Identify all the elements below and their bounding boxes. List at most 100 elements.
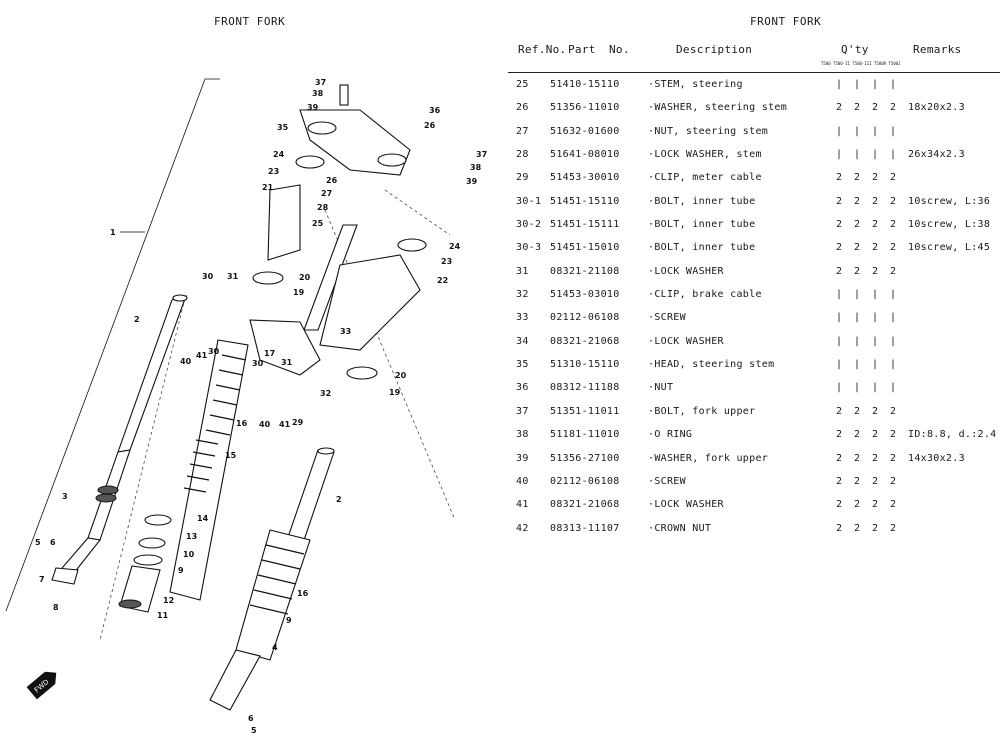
- qty-cell: 2: [872, 219, 879, 231]
- callout-8: 8: [53, 603, 59, 612]
- description-cell: ·WASHER, steering stem: [648, 102, 788, 114]
- assembly-bracket-line: [5, 78, 220, 612]
- qty-cell: 2: [890, 172, 897, 184]
- callout-41: 41: [279, 420, 291, 429]
- front-fork-exploded-diagram: 1: [5, 78, 487, 735]
- callout-1: 1: [110, 228, 116, 237]
- qty-cell: |: [836, 79, 843, 90]
- description-cell: ·CROWN NUT: [648, 522, 712, 534]
- qty-cell: 2: [836, 499, 843, 511]
- qty-cell: 2: [872, 429, 879, 441]
- remarks-cell: 10screw, L:38: [908, 219, 991, 231]
- callout-40: 40: [259, 420, 271, 429]
- ref-cell: 30-1: [516, 195, 542, 207]
- callout-13: 13: [186, 532, 197, 541]
- fork-boot-and-spring: [118, 339, 249, 613]
- ref-cell: 38: [516, 429, 529, 441]
- qty-cell: |: [890, 335, 897, 347]
- qty-cell: 2: [836, 265, 843, 277]
- description-cell: ·LOCK WASHER: [648, 499, 724, 511]
- qty-cell: 2: [872, 265, 879, 277]
- qty-cell: |: [854, 335, 861, 347]
- qty-cell: 2: [836, 102, 843, 114]
- callout-31: 31: [227, 272, 239, 281]
- description-cell: ·NUT, steering stem: [648, 125, 769, 137]
- qty-cell: 2: [872, 102, 879, 114]
- qty-cell: |: [854, 382, 861, 394]
- qty-cell: 2: [854, 522, 861, 534]
- callout-16: 16: [297, 589, 309, 598]
- qty-cell: |: [872, 335, 879, 347]
- qty-cell: 2: [836, 429, 843, 441]
- callout-5: 5: [35, 538, 41, 547]
- part-number-cell: 51453-30010: [550, 172, 620, 184]
- ref-cell: 36: [516, 382, 529, 394]
- description-cell: ·BOLT, inner tube: [648, 195, 756, 207]
- qty-cell: 2: [854, 219, 861, 231]
- fwd-arrow-icon: FWD: [26, 671, 57, 700]
- callout-28: 28: [317, 203, 329, 212]
- callout-27: 27: [321, 189, 332, 198]
- callout-23: 23: [441, 257, 452, 266]
- qty-cell: |: [854, 312, 861, 324]
- remarks-cell: 18x20x2.3: [908, 102, 965, 114]
- part-number-cell: 51181-11010: [550, 429, 620, 441]
- part-number-cell: 08321-21068: [550, 499, 620, 511]
- qty-cell: 2: [854, 265, 861, 277]
- qty-cell: |: [872, 359, 879, 371]
- qty-cell: |: [836, 335, 843, 347]
- description-cell: ·WASHER, fork upper: [648, 452, 769, 464]
- part-number-cell: 51356-11010: [550, 102, 620, 114]
- part-number-cell: 51451-15111: [550, 219, 620, 231]
- description-cell: ·STEM, steering: [648, 79, 743, 90]
- qty-cell: |: [836, 125, 843, 137]
- callout-24: 24: [273, 150, 285, 159]
- callout-31: 31: [281, 358, 293, 367]
- qty-cell: 2: [854, 429, 861, 441]
- qty-cell: |: [854, 289, 861, 301]
- qty-cell: 2: [854, 452, 861, 464]
- qty-cell: 2: [872, 522, 879, 534]
- callout-36: 36: [429, 106, 441, 115]
- left-fork-tube: [51, 294, 188, 585]
- remarks-cell: 10screw, L:45: [908, 242, 991, 254]
- qty-cell: |: [890, 312, 897, 324]
- callout-20: 20: [299, 273, 311, 282]
- callout-9: 9: [178, 566, 184, 575]
- qty-cell: 2: [872, 405, 879, 417]
- header-qty: Q'ty: [841, 43, 869, 56]
- qty-cell: |: [872, 289, 879, 301]
- ref-cell: 29: [516, 172, 529, 184]
- callout-9: 9: [286, 616, 292, 625]
- callout-41: 41: [196, 351, 208, 360]
- description-cell: ·NUT: [648, 382, 674, 394]
- part-number-cell: 08313-11107: [550, 522, 620, 534]
- part-number-cell: 51453-03010: [550, 289, 620, 301]
- qty-cell: 2: [854, 172, 861, 184]
- qty-cell: |: [872, 312, 879, 324]
- header-models: T500 T500-II T500-III T500R T500J: [821, 61, 901, 66]
- callout-16: 16: [236, 419, 248, 428]
- callout-38: 38: [312, 89, 324, 98]
- description-cell: ·SCREW: [648, 475, 686, 487]
- description-cell: ·LOCK WASHER: [648, 265, 724, 277]
- qty-cell: 2: [872, 172, 879, 184]
- callout-2: 2: [134, 315, 140, 324]
- header-remarks: Remarks: [913, 43, 962, 56]
- callout-4: 4: [272, 643, 278, 652]
- qty-cell: 2: [890, 522, 897, 534]
- ref-cell: 26: [516, 102, 529, 114]
- part-number-cell: 51410-15110: [550, 79, 620, 90]
- callout-14: 14: [197, 514, 209, 523]
- qty-cell: |: [890, 149, 897, 161]
- callout-5: 5: [251, 726, 257, 735]
- page-title-right: FRONT FORK: [750, 15, 822, 28]
